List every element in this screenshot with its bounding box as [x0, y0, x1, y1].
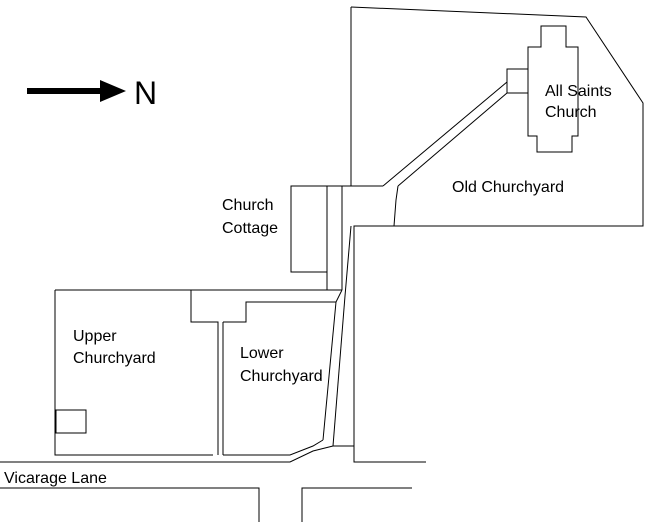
central-path [322, 186, 352, 447]
old-churchyard-label: Old Churchyard [452, 179, 564, 196]
lower-churchyard-label-line1: Lower [240, 345, 284, 362]
church-path [382, 81, 508, 187]
church-label-line1: All Saints [545, 83, 612, 100]
north-arrow-icon [27, 80, 126, 102]
lower-churchyard-label-line2: Churchyard [240, 368, 323, 385]
upper-churchyard-label-line2: Churchyard [73, 350, 156, 367]
church-label-line2: Church [545, 104, 597, 121]
all-saints-church-building [506, 25, 579, 153]
cottage-label-line1: Church [222, 197, 274, 214]
old-churchyard-boundary [350, 6, 644, 463]
lower-churchyard-boundary [223, 439, 354, 456]
vicarage-lane-road [0, 445, 412, 522]
upper-churchyard-label-line1: Upper [73, 328, 117, 345]
road-label: Vicarage Lane [4, 470, 107, 487]
north-label: N [134, 75, 157, 111]
cottage-label-line2: Cottage [222, 220, 278, 237]
upper-churchyard-boundary [54, 289, 342, 456]
